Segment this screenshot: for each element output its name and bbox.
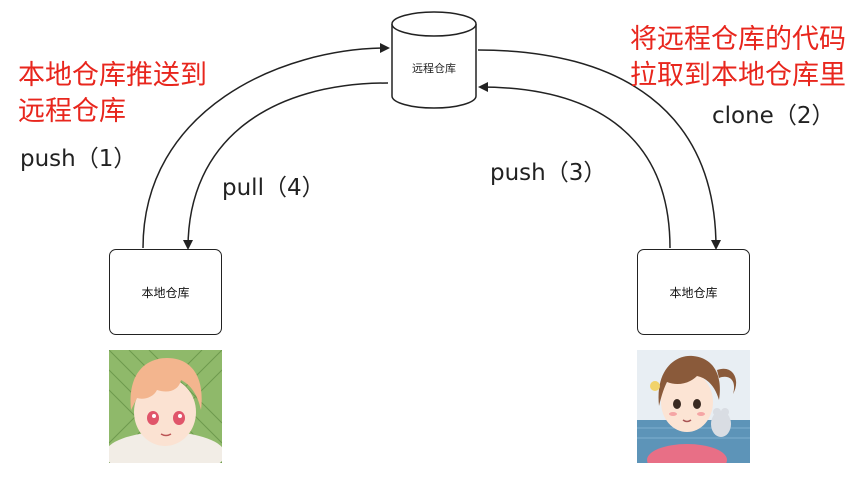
right-note-line1: 将远程仓库的代码 [630, 24, 846, 55]
left-note-line2: 远程仓库 [18, 96, 126, 127]
local-repo-right: 本地仓库 [637, 249, 750, 335]
local-repo-left: 本地仓库 [109, 249, 222, 335]
database-cylinder-icon [391, 11, 477, 109]
push-3-label: push（3） [490, 160, 607, 186]
push-3-arrow [478, 82, 671, 249]
remote-repo: 远程仓库 [390, 10, 478, 110]
anime-boy-avatar-icon [109, 350, 222, 463]
left-user-avatar [109, 350, 222, 463]
right-note: 将远程仓库的代码 拉取到本地仓库里 [630, 22, 846, 94]
anime-girl-avatar-icon [637, 350, 750, 463]
local-repo-right-label: 本地仓库 [669, 285, 718, 300]
pull-4-label: pull（4） [222, 175, 325, 201]
pull-4-arrow [183, 82, 389, 250]
left-note: 本地仓库推送到 远程仓库 [18, 58, 207, 130]
push-1-arrow [142, 43, 390, 249]
local-repo-left-label: 本地仓库 [141, 285, 190, 300]
push-1-label: push（1） [20, 146, 137, 172]
left-note-line1: 本地仓库推送到 [18, 60, 207, 91]
clone-2-arrow [477, 49, 721, 250]
right-note-line2: 拉取到本地仓库里 [630, 60, 846, 91]
clone-2-label: clone（2） [712, 103, 835, 129]
remote-repo-label: 远程仓库 [412, 62, 456, 75]
right-user-avatar [637, 350, 750, 463]
